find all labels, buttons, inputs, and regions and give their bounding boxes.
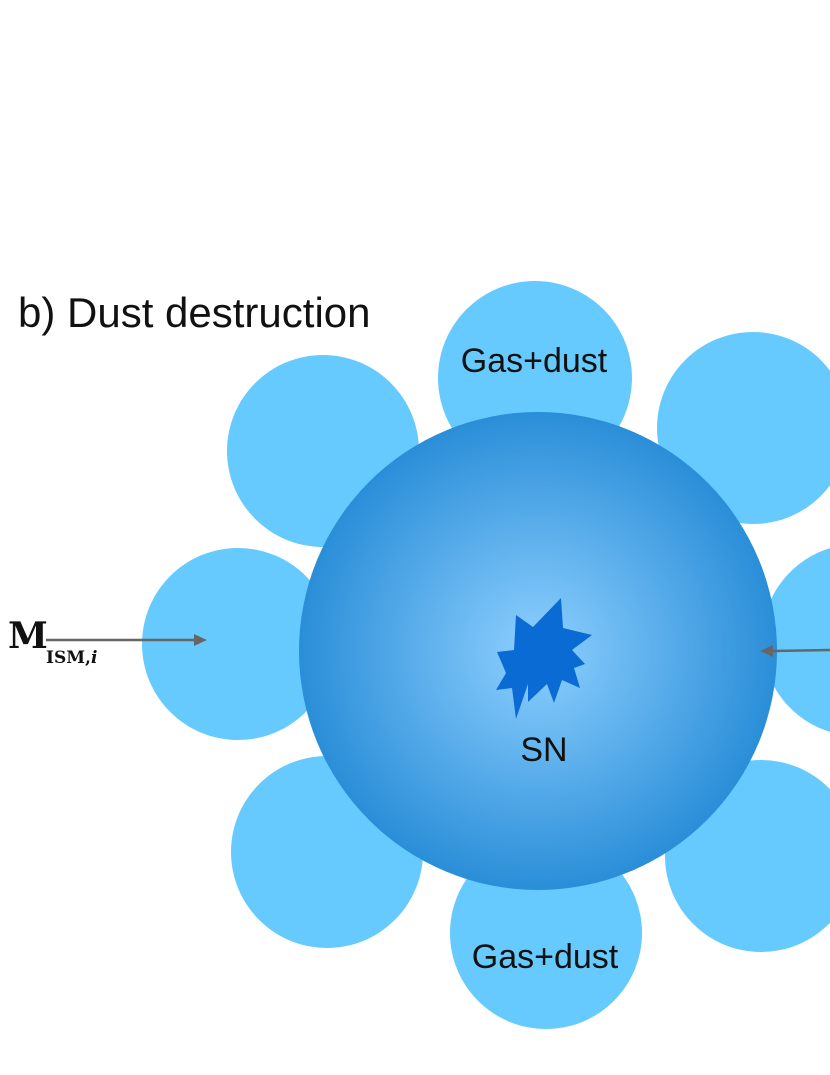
diagram-title: b) Dust destruction: [18, 289, 371, 336]
mass-subscript: ISM,i: [46, 648, 97, 668]
inflow-arrow-right: [760, 645, 830, 657]
cloud-right: [762, 548, 830, 732]
mass-ism-label: M ISM,i: [8, 615, 97, 668]
mass-subscript-index: i: [91, 648, 97, 668]
mass-symbol: M: [8, 615, 48, 657]
cloud-left: [142, 548, 334, 740]
inflow-arrow-left: [46, 634, 207, 646]
supernova-star-icon: [496, 598, 592, 719]
supernova-label: SN: [520, 731, 567, 769]
mass-subscript-text: ISM,: [46, 648, 91, 668]
cloud-label-top: Gas+dust: [461, 342, 608, 380]
gas-dust-clouds: [142, 281, 830, 1029]
cloud-label-bottom: Gas+dust: [472, 938, 619, 976]
